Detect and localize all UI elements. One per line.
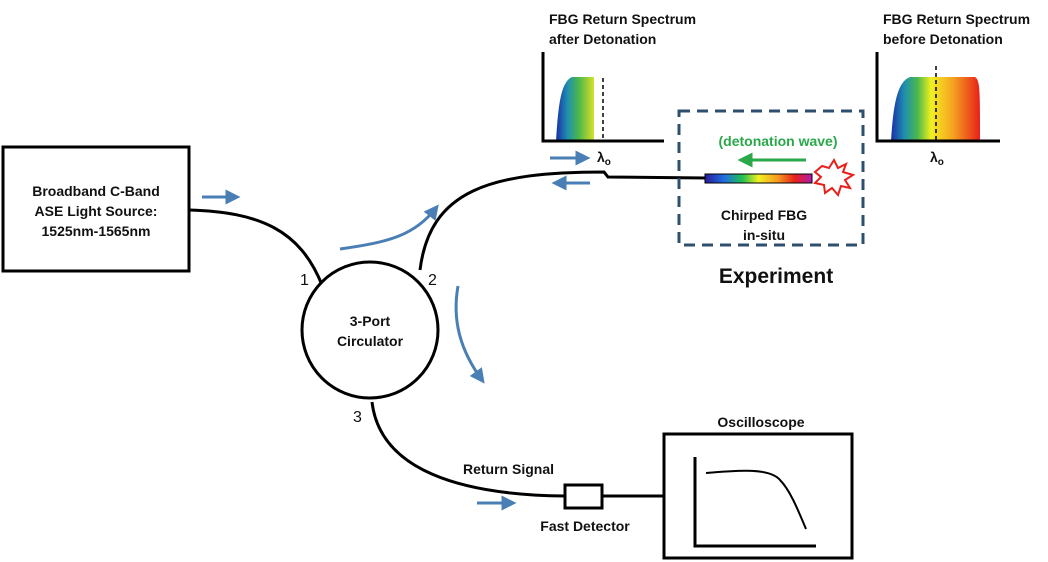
fast-detector-label: Fast Detector [540, 518, 630, 534]
spectrum-after-band [556, 77, 594, 141]
spectrum-before-title-2: before Detonation [883, 31, 1003, 47]
fiber-port2-to-fbg [418, 170, 707, 271]
oscilloscope-axes [693, 457, 816, 548]
return-signal-label: Return Signal [463, 461, 554, 477]
circulator-label-1: 3-Port [350, 313, 391, 329]
explosion-icon [813, 157, 856, 197]
circulator-label-2: Circulator [337, 333, 404, 349]
fiber-source-to-port1 [188, 208, 324, 286]
detonation-wave-label: (detonation wave) [718, 133, 837, 149]
spectrum-after-title-2: after Detonation [549, 31, 656, 47]
chirped-fbg-label-2: in-situ [743, 227, 785, 243]
fast-detector-box [563, 483, 604, 510]
flow-arrow-port2-to-port3 [454, 285, 485, 384]
spectrum-before-axes [875, 52, 1000, 143]
experiment-box [677, 109, 865, 247]
spectrum-after-title-1: FBG Return Spectrum [549, 11, 696, 27]
chirped-fbg [704, 173, 813, 184]
light-source-label-3: 1525nm-1565nm [42, 223, 151, 239]
chirped-fbg-label-1: Chirped FBG [721, 207, 807, 223]
oscilloscope-trace [705, 469, 807, 530]
oscilloscope-box [662, 432, 854, 560]
port-3-label: 3 [353, 409, 362, 426]
fiber-port3-to-detector [370, 401, 566, 498]
light-source-label-1: Broadband C-Band [32, 183, 160, 199]
light-source-label-2: ASE Light Source: [35, 203, 158, 219]
spectrum-before-title-1: FBG Return Spectrum [883, 11, 1030, 27]
spectrum-after-axes [541, 52, 664, 143]
port-2-label: 2 [428, 272, 437, 289]
experiment-title: Experiment [719, 265, 833, 288]
circulator: 3-Port Circulator [300, 260, 440, 400]
light-source-box: Broadband C-Band ASE Light Source: 1525n… [1, 145, 191, 273]
oscilloscope-label: Oscilloscope [717, 414, 804, 430]
spectrum-after-detonation: FBG Return Spectrum after Detonation λo [541, 11, 696, 168]
spectrum-before-lambda: λo [930, 149, 944, 168]
port-1-label: 1 [300, 272, 309, 289]
spectrum-before-detonation: FBG Return Spectrum before Detonation λo [875, 11, 1030, 168]
spectrum-after-lambda: λo [597, 149, 611, 168]
flow-arrow-port1-to-port2 [339, 204, 439, 251]
